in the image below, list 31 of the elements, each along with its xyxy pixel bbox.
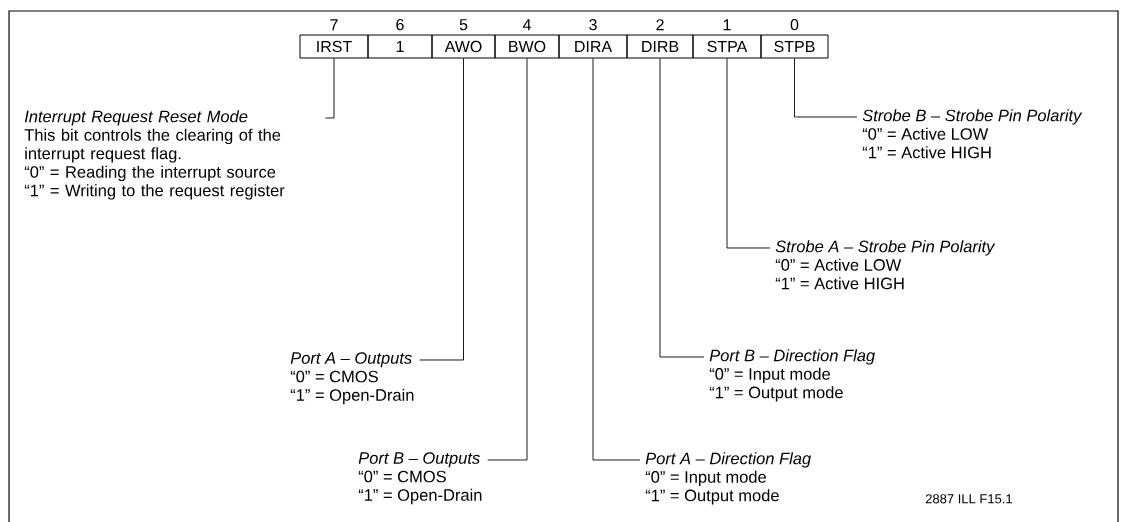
bit-description: Interrupt Request Reset Mode This bit controls the clearing of the interrupt request flag. “0” = Reading the interrupt source “1” = Writing to the request register [24, 110, 285, 200]
register-bit-cell: AWO [431, 34, 496, 59]
leader-line [324, 58, 335, 119]
leader-line [419, 58, 464, 361]
register-bit-cell: DIRB [626, 34, 694, 59]
register-bit-cell: STPB [760, 34, 829, 59]
bit-number: 5 [459, 19, 468, 31]
leader-line [794, 58, 858, 118]
bit-number: 0 [790, 19, 799, 31]
bit-number: 6 [396, 19, 404, 31]
bit-description: Port A – Outputs “0” = CMOS “1” = Open-Drain [290, 352, 414, 405]
leader-line [487, 58, 528, 461]
leader-line [726, 58, 771, 249]
leader-line [592, 58, 641, 461]
bit-number: 1 [723, 19, 731, 31]
figure-number: 2887 ILL F15.1 [925, 494, 1012, 504]
register-bit-cell: BWO [494, 34, 560, 59]
register-bit-cell: DIRA [558, 34, 628, 59]
register-bit-cell: 1 [367, 34, 433, 59]
bit-number: 3 [589, 19, 597, 31]
bit-number: 7 [330, 19, 338, 31]
leader-line [659, 58, 705, 358]
bit-description: Port B – Outputs “0” = CMOS “1” = Open-Drain [358, 452, 482, 505]
bit-number: 4 [522, 19, 531, 31]
bit-description: Strobe A – Strobe Pin Polarity “0” = Active LOW “1” = Active HIGH [775, 240, 996, 290]
register-bit-cell: STPA [692, 34, 762, 59]
bit-description: Port B – Direction Flag “0” = Input mode “1” = Output mode [709, 349, 875, 402]
register-bit-cell: IRST [299, 34, 369, 59]
bit-number: 2 [656, 19, 664, 31]
bit-description: Port A – Direction Flag “0” = Input mode “1” = Output mode [645, 452, 811, 505]
bit-description: Strobe B – Strobe Pin Polarity “0” = Active LOW “1” = Active HIGH [862, 109, 1083, 159]
